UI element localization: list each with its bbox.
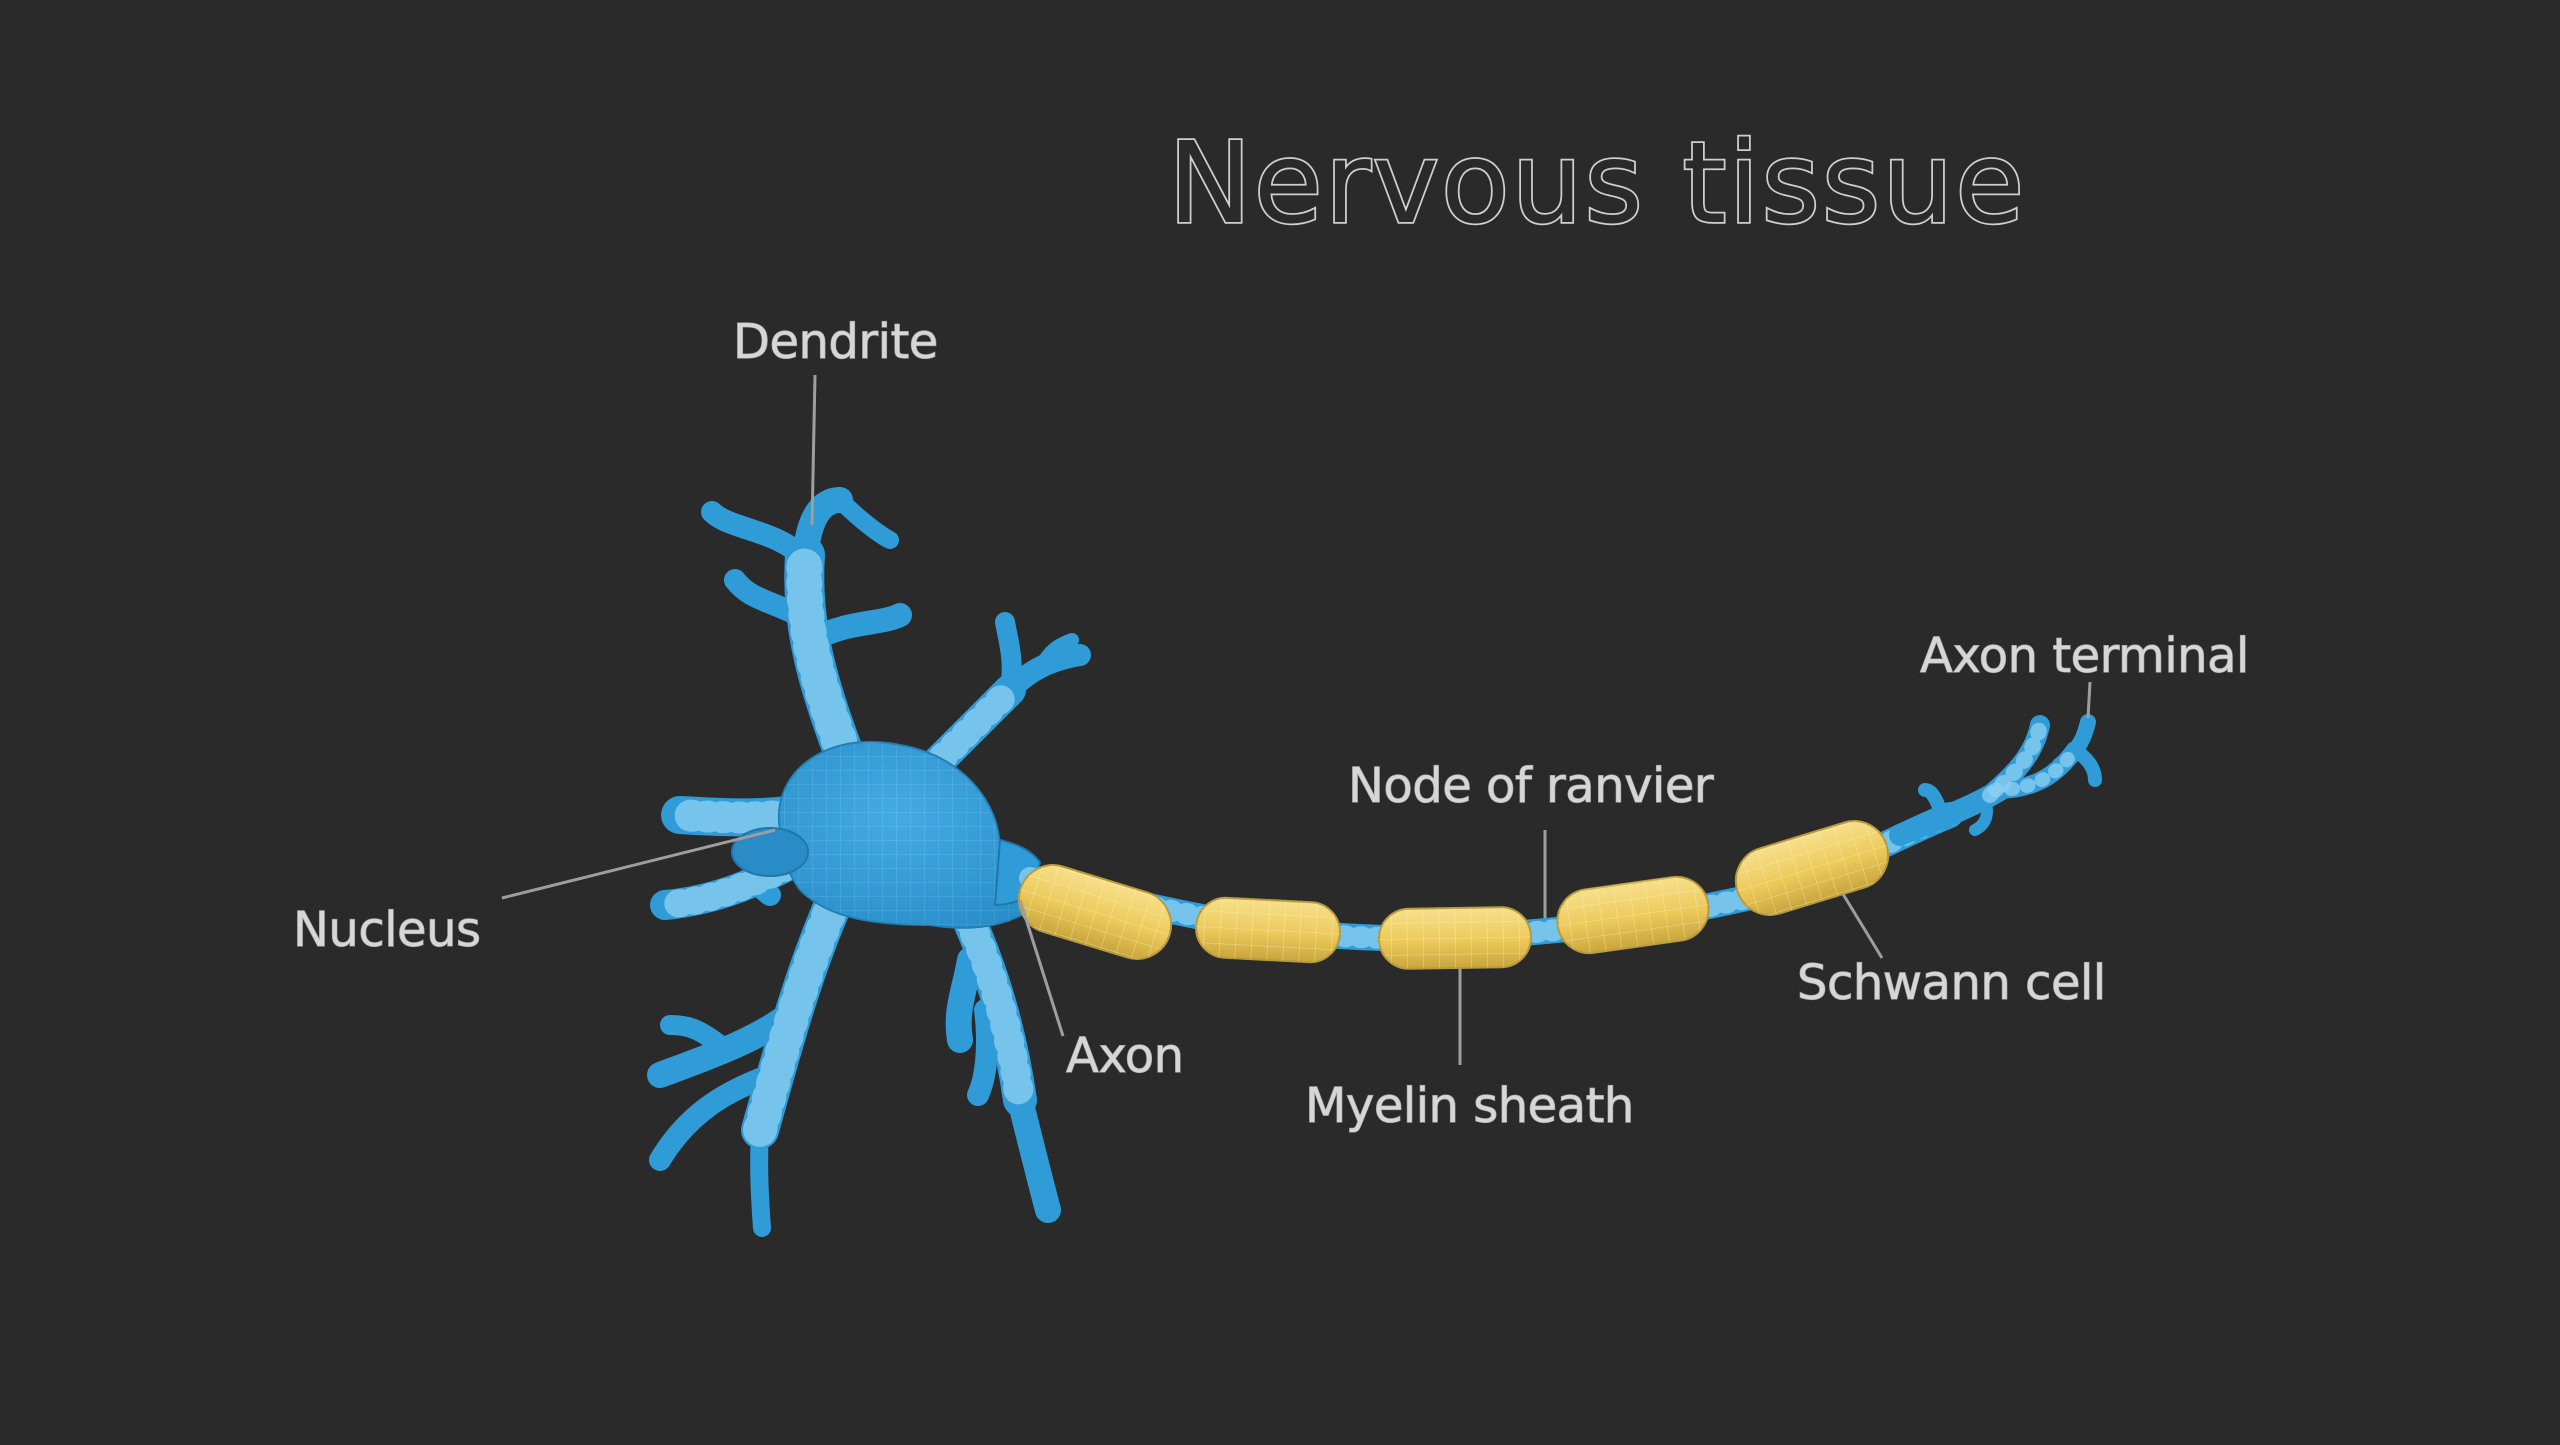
labels: Dendrite Nucleus Axon Node of ranvier My… [292, 313, 2250, 1134]
myelin-segment [1017, 864, 1173, 960]
leader-lines [501, 374, 2092, 1065]
axon-leader [1018, 899, 1065, 1037]
label-axon-terminal: Axon terminal [1920, 628, 2249, 684]
label-dendrite: Dendrite [733, 314, 938, 370]
axon-terminal-leader [2086, 681, 2092, 719]
label-axon: Axon [1066, 1028, 1184, 1084]
diagram-title: Nervous tissue [1168, 119, 2026, 249]
myelin-segment [1556, 875, 1710, 955]
label-nucleus: Nucleus [293, 902, 481, 958]
label-myelin-sheath: Myelin sheath [1305, 1078, 1634, 1134]
myelin-segment [1734, 820, 1890, 916]
nucleus-leader [501, 828, 776, 900]
nucleus-body [731, 827, 809, 877]
neuron [647, 487, 1091, 1237]
dendrite-leader [810, 374, 817, 526]
label-schwann-cell: Schwann cell [1797, 955, 2106, 1011]
label-node-of-ranvier: Node of ranvier [1348, 758, 1714, 814]
myelin-segment [1195, 896, 1341, 964]
axon-terminal-branches [1889, 714, 2102, 846]
myelin-segments [1017, 820, 1890, 970]
myelin-segment [1378, 906, 1532, 970]
schwann-cell-leader [1841, 893, 1884, 959]
